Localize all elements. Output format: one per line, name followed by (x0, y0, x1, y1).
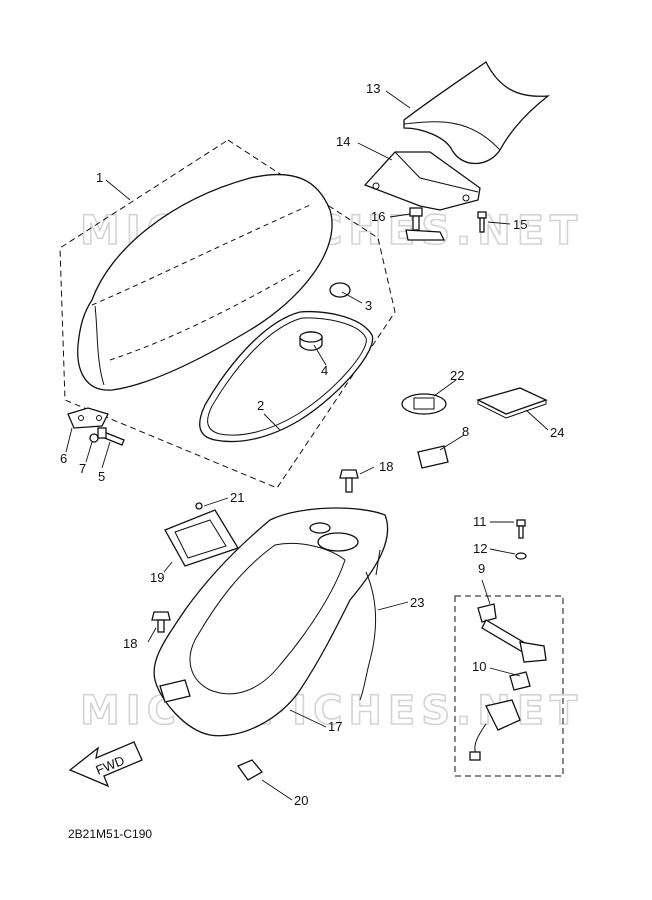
callout-6: 6 (60, 451, 67, 466)
callout-16: 16 (371, 209, 385, 224)
seat-lock-part[interactable] (477, 603, 547, 663)
callout-14: 14 (336, 134, 350, 149)
manual-part[interactable] (476, 387, 548, 419)
diagram-code: 2B21M51-C190 (68, 827, 152, 841)
fwd-arrow-icon: FWD (68, 741, 143, 788)
callout-10: 10 (472, 659, 486, 674)
seat-part[interactable] (77, 173, 333, 391)
screw-21-part[interactable] (195, 502, 203, 510)
washer-12-part[interactable] (515, 552, 527, 560)
label-part[interactable] (417, 445, 449, 469)
grab-bar-bracket-part[interactable] (363, 151, 481, 211)
bolt-18-left-part[interactable] (151, 611, 171, 633)
callout-2: 2 (257, 398, 264, 413)
screw-11-part[interactable] (516, 519, 526, 539)
emblem-part[interactable] (401, 393, 447, 415)
callout-3: 3 (365, 298, 372, 313)
hinge-bracket-part[interactable] (67, 407, 109, 429)
callout-7: 7 (79, 461, 86, 476)
callout-4: 4 (321, 363, 328, 378)
cable-part[interactable] (359, 571, 377, 701)
nut-20-part[interactable] (237, 759, 263, 781)
leader-lines (65, 90, 549, 801)
bolt-16-part[interactable] (405, 207, 446, 241)
callout-21: 21 (230, 490, 244, 505)
nut-7-part[interactable] (89, 433, 99, 443)
cover-part[interactable] (164, 509, 239, 567)
seat-gasket-part[interactable] (199, 310, 374, 443)
callouts: 1 2 3 4 5 6 7 8 9 10 11 12 13 14 15 16 1… (60, 81, 564, 808)
callout-12: 12 (473, 541, 487, 556)
storage-box-part[interactable] (153, 507, 389, 737)
callout-11: 11 (473, 514, 487, 529)
callout-18-top: 18 (379, 459, 393, 474)
callout-17: 17 (328, 719, 342, 734)
lock-assembly-outline (454, 595, 564, 777)
grab-bar-part[interactable] (403, 61, 551, 164)
callout-22: 22 (450, 368, 464, 383)
callout-1: 1 (96, 170, 103, 185)
damper-4-part[interactable] (299, 331, 323, 351)
bolt-5-part[interactable] (97, 427, 125, 446)
callout-8: 8 (462, 424, 469, 439)
bolt-15-part[interactable] (477, 211, 487, 233)
callout-13: 13 (366, 81, 380, 96)
callout-20: 20 (294, 793, 308, 808)
callout-15: 15 (513, 217, 527, 232)
callout-9: 9 (478, 561, 485, 576)
bolt-18-top-part[interactable] (339, 469, 359, 493)
callout-23: 23 (410, 595, 424, 610)
callout-18-left: 18 (123, 636, 137, 651)
callout-24: 24 (550, 425, 564, 440)
callout-19: 19 (150, 570, 164, 585)
lock-cylinder-part[interactable] (469, 671, 531, 761)
callout-5: 5 (98, 469, 105, 484)
